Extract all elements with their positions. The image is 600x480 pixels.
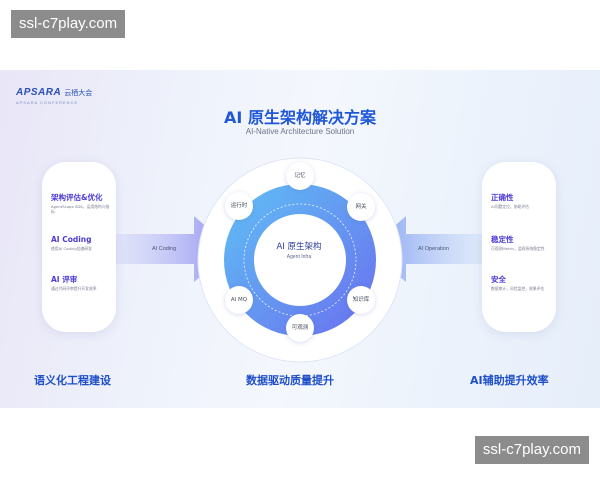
- group-desc: 数据审计，风险监控，效果评估: [491, 286, 545, 291]
- right-group-security: 安全 数据审计，风险监控，效果评估: [491, 274, 553, 291]
- group-desc: AI问题定位，协助评估: [491, 204, 529, 209]
- slide-title: AI 原生架构解决方案: [224, 108, 376, 127]
- group-desc: 使用AI Coding加速研发: [51, 246, 92, 251]
- left-feature-card: 架构评估&优化 AgentScope SDK，运用结构与指标 AI Coding…: [42, 162, 116, 332]
- group-title: AI Coding: [51, 235, 92, 244]
- right-feature-card: 正确性 AI问题定位，协助评估 稳定性 可观测Metric，监视系统稳定性 安全…: [482, 162, 556, 332]
- node-memory: 记忆: [286, 162, 314, 190]
- watermark-top: ssl-c7play.com: [11, 10, 126, 38]
- logo-cn: 云栖大会: [64, 89, 93, 97]
- group-title: 架构评估&优化: [51, 193, 103, 202]
- center-subtitle: Agent Infra: [286, 254, 312, 260]
- left-group-coding: AI Coding 使用AI Coding加速研发: [51, 234, 113, 251]
- group-title: 稳定性: [491, 235, 514, 244]
- group-title: 正确性: [491, 193, 514, 202]
- group-title: AI 评审: [51, 275, 78, 284]
- node-runtime: 运行时: [225, 192, 253, 220]
- right-arrow-label: AI Operation: [418, 246, 449, 252]
- left-arrow-label: AI Coding: [152, 246, 177, 252]
- bottom-label-right: AI辅助提升效率: [470, 374, 549, 387]
- group-desc: 通过代码评审提升开发效率: [51, 286, 97, 291]
- right-group-correctness: 正确性 AI问题定位，协助评估: [491, 192, 553, 209]
- node-gateway: 网关: [347, 193, 375, 221]
- center-title: AI 原生架构: [276, 242, 322, 252]
- left-group-review: AI 评审 通过代码评审提升开发效率: [51, 274, 113, 291]
- bottom-label-left: 语义化工程建设: [34, 374, 111, 387]
- right-group-stability: 稳定性 可观测Metric，监视系统稳定性: [491, 234, 553, 251]
- slide-subtitle: AI-Native Architecture Solution: [245, 127, 355, 136]
- group-title: 安全: [491, 275, 506, 284]
- bottom-label-center: 数据驱动质量提升: [246, 374, 334, 387]
- node-observability: 可观测: [286, 314, 314, 342]
- group-desc: 可观测Metric，监视系统稳定性: [491, 246, 545, 251]
- node-knowledge-base: 知识库: [347, 286, 375, 314]
- logo-brand: APSARA: [16, 87, 62, 98]
- left-group-assess: 架构评估&优化 AgentScope SDK，运用结构与指标: [51, 192, 113, 214]
- watermark-bottom: ssl-c7play.com: [474, 436, 589, 464]
- group-desc: AgentScope SDK，运用结构与指标: [51, 204, 110, 214]
- logo-subtitle: APSARA CONFERENCE: [16, 100, 79, 105]
- node-ai-mq: AI MQ: [225, 286, 253, 314]
